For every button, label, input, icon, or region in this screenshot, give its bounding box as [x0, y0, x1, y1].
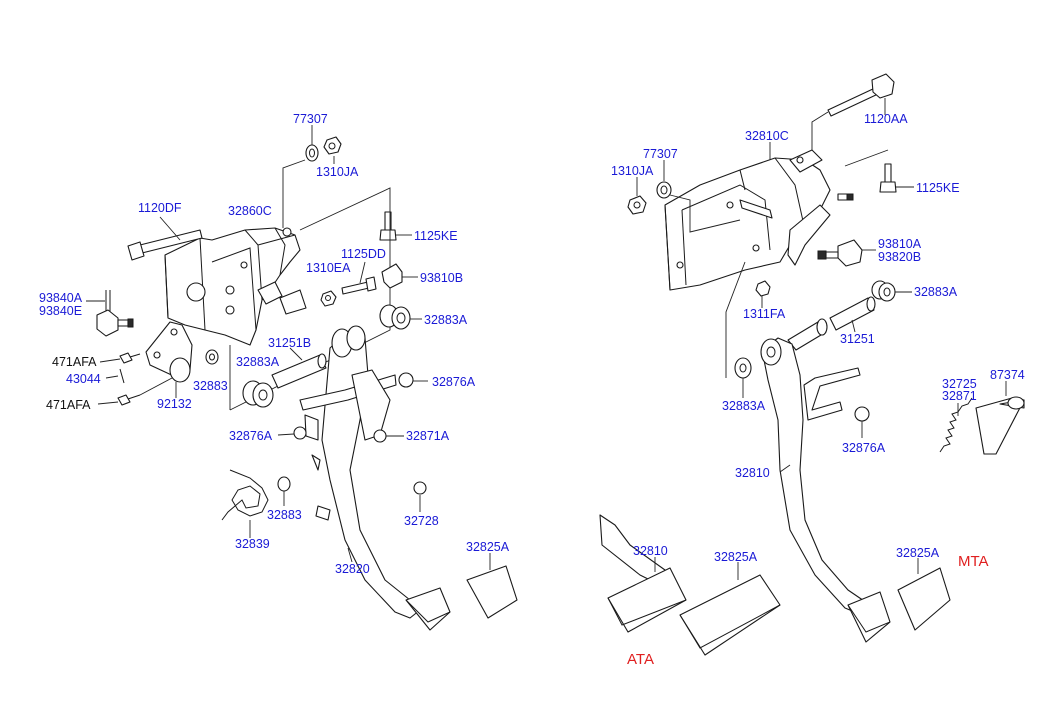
mta-pad-32825a [897, 558, 951, 631]
pedal-pad-left [405, 587, 451, 631]
label-32883a-left: 32883A [236, 355, 280, 369]
screw-471afa-lower [97, 377, 173, 406]
label-93840e: 93840E [39, 304, 82, 318]
bolt-1125ke-right [844, 149, 914, 193]
label-32728: 32728 [404, 514, 439, 528]
spring-32839 [221, 469, 269, 538]
link-92132 [145, 321, 193, 398]
nut-washer-right [627, 160, 741, 233]
label-32860c: 32860C [228, 204, 272, 218]
nut-1310ea [320, 290, 337, 307]
label-31251: 31251 [840, 332, 875, 346]
left-assembly: 77307 1310JA 1120DF 32860C 1125KE 1125DD… [39, 112, 518, 631]
label-32825a-mta: 32825A [896, 546, 940, 560]
bushing-32883a-left [242, 380, 274, 408]
bolt-1120df [127, 216, 203, 261]
label-93810b: 93810B [420, 271, 463, 285]
label-87374: 87374 [990, 368, 1025, 382]
label-32725: 32725 [942, 377, 977, 391]
bolt-1120aa [811, 73, 895, 160]
label-93820b: 93820B [878, 250, 921, 264]
pedal-arm-32820 [299, 325, 421, 619]
label-471afa-lower: 471AFA [46, 398, 91, 412]
label-1120df: 1120DF [138, 201, 182, 215]
label-93810a: 93810A [878, 237, 922, 251]
bushing-32883a-upper [379, 304, 422, 330]
stopper-32876a-b [277, 426, 307, 440]
label-1310ea: 1310EA [306, 261, 351, 275]
label-32876a-b: 32876A [229, 429, 273, 443]
label-77307: 77307 [293, 112, 328, 126]
label-32871: 32871 [942, 389, 977, 403]
label-32825a-left: 32825A [466, 540, 510, 554]
bushing-32871a [373, 429, 404, 443]
switch-93810a [817, 193, 876, 267]
label-32883-a: 32883 [193, 379, 228, 393]
label-32825a-ata: 32825A [714, 550, 758, 564]
stopper-32876a-a [398, 372, 428, 388]
shaft-31251b [271, 347, 327, 389]
bushing-32883a-right-lower [725, 261, 752, 398]
ata-pad-32825a [679, 562, 781, 656]
label-1125ke-right: 1125KE [916, 181, 960, 195]
label-32810c: 32810C [745, 129, 789, 143]
bolt-1125dd [341, 261, 377, 295]
label-ata: ATA [627, 651, 654, 668]
label-32871a: 32871A [406, 429, 450, 443]
screw-471afa-upper [99, 352, 141, 364]
pin-43044 [105, 368, 125, 384]
nut-1311fa [755, 280, 771, 308]
label-31251b: 31251B [268, 336, 311, 350]
pedal-bracket-32810c [664, 142, 831, 291]
label-32883-b: 32883 [267, 508, 302, 522]
label-32810-mta: 32810 [735, 466, 770, 480]
label-1311fa: 1311FA [743, 307, 786, 321]
switch-93810b [381, 263, 418, 289]
label-471afa-upper: 471AFA [52, 355, 97, 369]
pin-87374 [975, 381, 1025, 455]
label-mta: MTA [958, 553, 989, 570]
pedal-arm-32810 [760, 337, 871, 616]
label-1125dd: 1125DD [341, 247, 386, 261]
shaft-31251 [787, 296, 876, 351]
switch-93840 [86, 290, 134, 337]
label-1120aa: 1120AA [864, 112, 908, 126]
bumper-32728 [413, 481, 427, 512]
label-32810-ata: 32810 [633, 544, 668, 558]
label-32876a-a: 32876A [432, 375, 476, 389]
label-1310ja: 1310JA [316, 165, 359, 179]
nut-washer-left [305, 125, 342, 164]
label-32820: 32820 [335, 562, 370, 576]
label-32839: 32839 [235, 537, 270, 551]
label-92132: 92132 [157, 397, 192, 411]
label-43044: 43044 [66, 372, 101, 386]
bushing-32883a-right-upper [871, 280, 912, 302]
spring-32871 [939, 397, 973, 453]
bushing-32883-b [277, 476, 291, 506]
right-assembly: 1120AA 32810C 77307 1310JA 1125KE 93810A… [599, 73, 1025, 668]
label-1310ja-right: 1310JA [611, 164, 654, 178]
label-77307-right: 77307 [643, 147, 678, 161]
label-93840a: 93840A [39, 291, 83, 305]
label-1125ke-left: 1125KE [414, 229, 458, 243]
label-32876a-right: 32876A [842, 441, 886, 455]
ata-pedal-arm-32810 [599, 514, 687, 633]
bolt-1125ke-left [379, 211, 412, 241]
label-32883a-right-upper: 32883A [914, 285, 958, 299]
bushing-32883-a [205, 349, 219, 365]
pad-32825a-left [466, 553, 518, 619]
label-32883a-upper: 32883A [424, 313, 468, 327]
pedal-pad-right [847, 591, 891, 643]
pedal-bracket-32860c [164, 227, 307, 346]
label-32883a-right-lower: 32883A [722, 399, 766, 413]
